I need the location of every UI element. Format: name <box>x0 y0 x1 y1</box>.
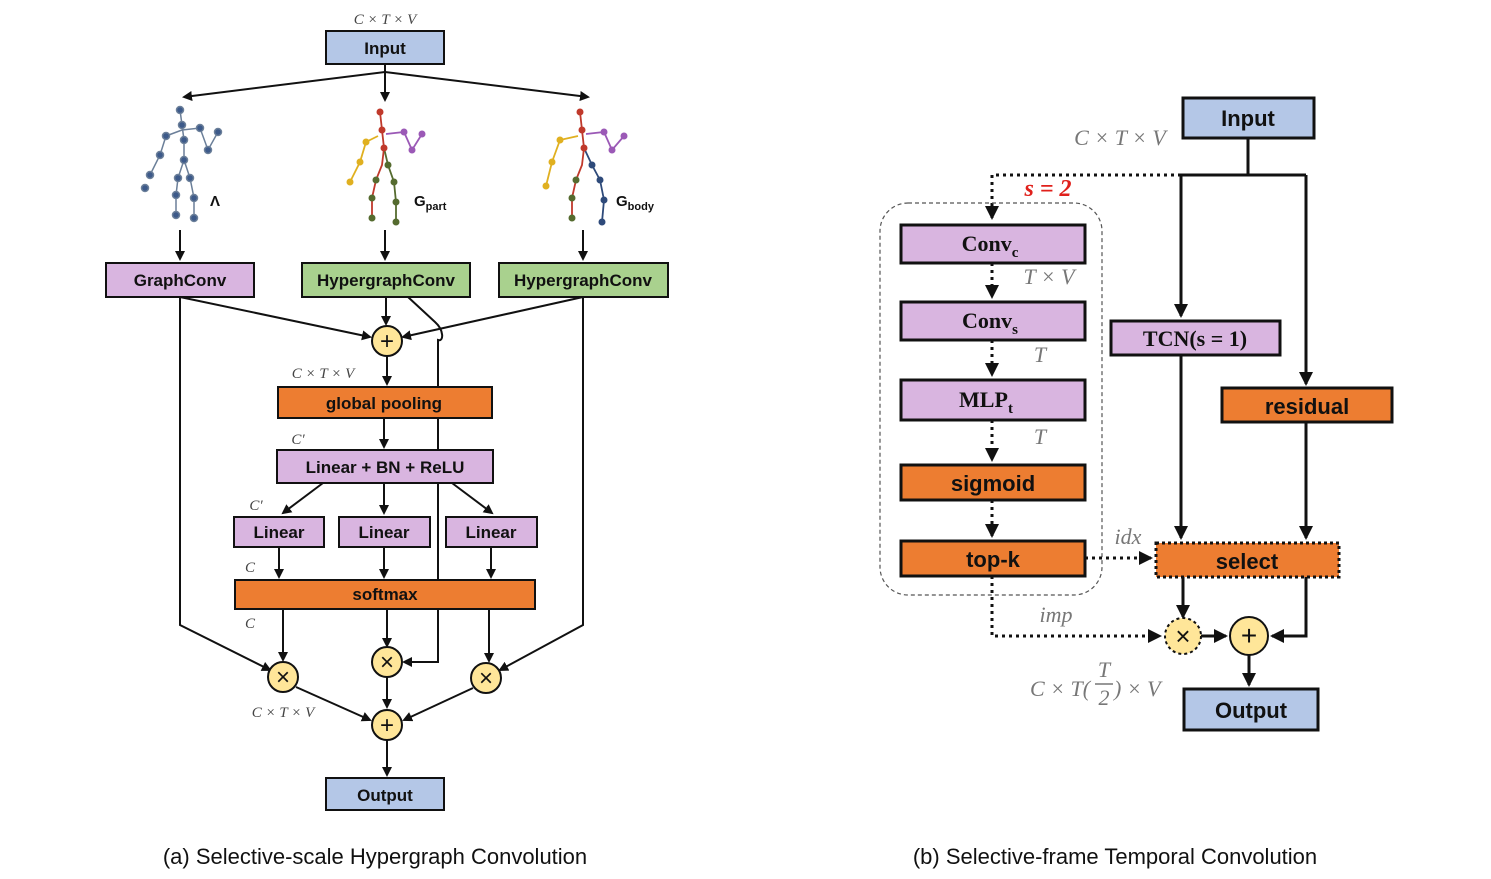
graphconv-label: GraphConv <box>134 271 227 290</box>
out-dim-label: C × T( <box>1030 676 1092 701</box>
hgconv1-box <box>301 262 471 298</box>
arrow-mul1-to-sum2 <box>295 686 372 722</box>
out-dim-frac-den: 2 <box>1099 685 1110 710</box>
dim-cprime-1: C′ <box>291 432 305 448</box>
convs-label: Convs <box>962 308 1018 338</box>
topk-label: top-k <box>966 547 1021 572</box>
arrow-hgconv2-skip <box>498 297 584 671</box>
linear2-label: Linear <box>358 523 409 542</box>
hgconv2-box <box>498 262 669 298</box>
tcn-box <box>1109 319 1282 357</box>
out-dim-frac-num: T <box>1098 657 1112 682</box>
input-dim-label: C × T × V <box>354 12 418 28</box>
dim-t-2: T <box>1034 424 1048 449</box>
arrow-topk-to-mul <box>990 576 1162 643</box>
mul-operator-1 <box>267 661 299 693</box>
output-box <box>325 777 445 811</box>
plus-icon: + <box>1241 620 1257 651</box>
imp-label: imp <box>1040 602 1073 627</box>
caption-b: (b) Selective-frame Temporal Convolution <box>913 844 1317 869</box>
arrow-graphconv-to-sum <box>179 296 372 341</box>
times-icon: × <box>1175 621 1190 651</box>
stride-label: s = 2 <box>1023 176 1071 202</box>
global-pooling-box <box>277 386 493 419</box>
importance-module-group <box>879 202 1103 596</box>
sigmoid-label: sigmoid <box>951 471 1035 496</box>
output-label-b: Output <box>1215 698 1288 723</box>
idx-label: idx <box>1115 524 1142 549</box>
g-part-label: Gpart <box>414 193 447 213</box>
dim-c-2: C <box>245 616 256 632</box>
global-pooling-label: global pooling <box>326 394 442 413</box>
g-body-label: Gbody <box>616 193 655 213</box>
linear3-box <box>445 516 538 548</box>
times-icon: × <box>276 664 290 691</box>
convs-box <box>899 300 1087 342</box>
arrow-hgconv1-skip <box>402 296 444 667</box>
skeleton-graph-icon <box>140 105 223 223</box>
softmax-box <box>234 579 536 610</box>
arrow-input-to-graph3 <box>384 71 590 101</box>
arrow-mul3-to-sum2 <box>402 687 474 722</box>
select-box <box>1154 541 1341 579</box>
dim-cprime-2: C′ <box>249 498 263 514</box>
dim-c-1: C <box>245 560 256 576</box>
skeleton-body-hypergraph-icon <box>542 108 628 226</box>
skeleton-part-hypergraph-icon <box>346 108 426 226</box>
dim-ctv-label: C × T × V <box>292 366 356 382</box>
arrow-hgconv2-to-sum <box>401 296 584 341</box>
arrow-to-linear1 <box>281 482 324 515</box>
dim-tv-label: T × V <box>1023 264 1077 289</box>
dim-out-label: C × T × V <box>252 705 316 721</box>
arrow-input-to-convc <box>985 173 1181 220</box>
linear-bn-relu-label: Linear + BN + ReLU <box>306 458 465 477</box>
arrow-select-residual-to-add <box>1270 577 1308 643</box>
dim-t-1: T <box>1034 342 1048 367</box>
hgconv1-label: HypergraphConv <box>317 271 455 290</box>
plus-icon: + <box>380 712 394 739</box>
lambda-label: Λ <box>210 193 220 210</box>
caption-a: (a) Selective-scale Hypergraph Convoluti… <box>163 844 587 869</box>
linear2-box <box>338 516 431 548</box>
output-label: Output <box>357 786 413 805</box>
linear1-label: Linear <box>253 523 304 542</box>
output-box-b <box>1182 687 1320 732</box>
arrow-input-to-graph1 <box>182 64 386 101</box>
linear1-box <box>233 516 325 548</box>
linear-bn-relu-box <box>276 449 494 484</box>
out-dim-label-b: ) × V <box>1112 676 1163 701</box>
mlp-box <box>899 378 1087 422</box>
tcn-label: TCN(s = 1) <box>1143 326 1247 351</box>
mul-operator-3 <box>470 662 502 694</box>
panel-a: C × T × V Input Λ Gpart <box>105 12 669 869</box>
input-label-b: Input <box>1221 106 1275 131</box>
sigmoid-box <box>899 463 1087 502</box>
times-icon: × <box>479 665 493 692</box>
input-dim-label-b: C × T × V <box>1074 125 1168 150</box>
input-label: Input <box>364 39 406 58</box>
times-icon: × <box>380 649 394 676</box>
convc-label: Convc <box>962 231 1019 261</box>
arrow-graphconv-skip <box>179 297 272 671</box>
select-label: select <box>1216 549 1279 574</box>
arrow-to-linear3 <box>451 482 494 515</box>
softmax-label: softmax <box>352 585 418 604</box>
residual-label: residual <box>1265 394 1349 419</box>
linear3-label: Linear <box>465 523 516 542</box>
panel-b: Input C × T × V s = 2 Convc T × V Convs … <box>879 96 1394 869</box>
plus-icon: + <box>380 328 394 355</box>
hgconv2-label: HypergraphConv <box>514 271 652 290</box>
mlp-label: MLPt <box>959 387 1013 417</box>
